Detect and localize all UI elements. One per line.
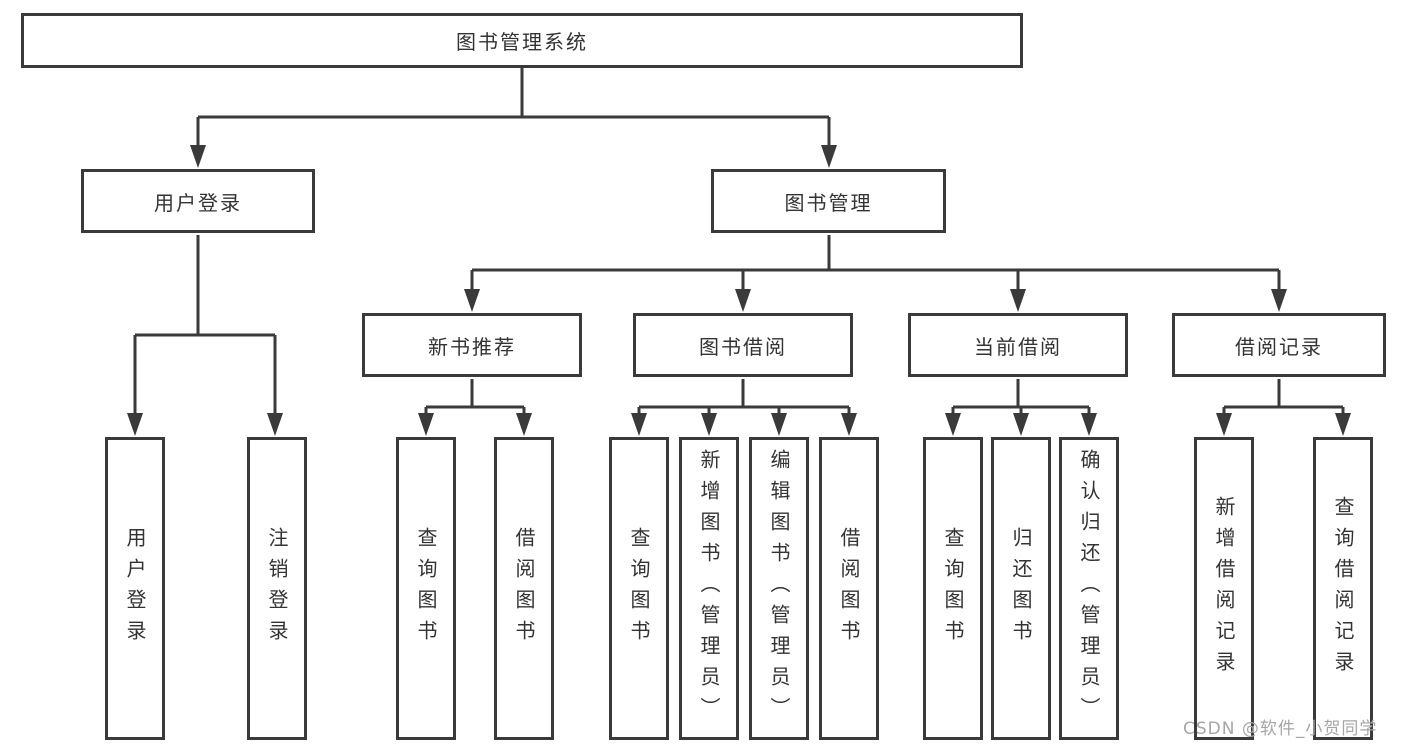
node-book-management: 图书管理 [711, 169, 946, 233]
leaf-user-login: 用户登录 [105, 437, 165, 740]
leaf-borrow-books-recommend: 借阅图书 [494, 437, 554, 740]
leaf-borrow-books-borrowing: 借阅图书 [819, 437, 879, 740]
leaf-query-books-borrowing: 查询图书 [609, 437, 669, 740]
watermark-text: CSDN @软件_小贺同学 [1183, 719, 1378, 739]
arrowheads [127, 145, 1351, 436]
node-new-book-recommend: 新书推荐 [362, 313, 582, 377]
leaf-query-books-recommend: 查询图书 [396, 437, 456, 740]
leaf-query-books-current: 查询图书 [923, 437, 983, 740]
node-book-borrowing: 图书借阅 [633, 313, 853, 377]
leaf-query-borrow-record: 查询借阅记录 [1313, 437, 1373, 740]
leaf-edit-books-admin: 编辑图书（管理员） [749, 437, 809, 740]
node-borrowing-records: 借阅记录 [1172, 313, 1386, 377]
node-user-login: 用户登录 [81, 169, 315, 233]
leaf-return-books: 归还图书 [991, 437, 1051, 740]
leaf-logout: 注销登录 [247, 437, 307, 740]
leaf-add-books-admin: 新增图书（管理员） [679, 437, 739, 740]
leaf-confirm-return-admin: 确认归还（管理员） [1059, 437, 1119, 740]
node-current-borrowing: 当前借阅 [908, 313, 1128, 377]
leaf-add-borrow-record: 新增借阅记录 [1194, 437, 1254, 740]
node-root: 图书管理系统 [21, 13, 1023, 68]
